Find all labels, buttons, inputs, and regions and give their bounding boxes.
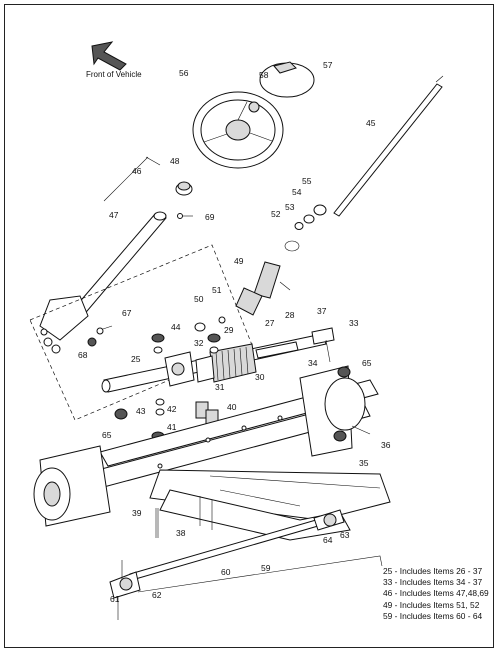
callout: 46 [132,166,142,176]
callout: 30 [255,372,265,382]
callout: 61 [110,594,120,604]
diagram-border [4,4,494,648]
note-line: 59 - Includes Items 60 - 64 [383,610,483,621]
bolts-67-68 [87,325,113,347]
callout: 28 [285,310,295,320]
callout: 57 [323,60,333,70]
note-line: 49 - Includes Items 51, 52 [383,599,480,610]
screw-69 [177,213,193,219]
callout: 35 [359,458,369,468]
callout: 50 [194,294,204,304]
callout: 68 [78,350,88,360]
callout: 33 [349,318,359,328]
callout: 32 [194,338,204,348]
callout: 51 [212,285,222,295]
callout: 63 [340,530,350,540]
callout: 44 [171,322,181,332]
callout: 60 [221,567,231,577]
axle-bolts [155,496,213,538]
note-line: 46 - Includes Items 47,48,69 [383,588,489,599]
callout: 43 [136,406,146,416]
callout: 41 [167,422,177,432]
front-axle [33,365,391,541]
callout: 34 [308,358,318,368]
callout: 64 [323,535,333,545]
note-line: 25 - Includes Items 26 - 37 [383,566,483,576]
note-line: 33 - Includes Items 34 - 37 [383,577,483,588]
steering-column [39,211,167,354]
callout: 62 [152,590,162,600]
bushing-48 [175,181,193,196]
callout: 59 [261,563,271,573]
callout: 45 [366,118,376,128]
callout: 39 [132,508,142,518]
callout: 36 [381,440,391,450]
callout: 52 [271,209,281,219]
callout: 25 [131,354,141,364]
front-arrow-icon [91,41,127,71]
callout: 47 [109,210,119,220]
callout: 65 [102,430,112,440]
callout: 38 [176,528,186,538]
front-label: Front of Vehicle [86,70,142,79]
tie-rod [109,509,383,620]
horn-cap [259,61,315,98]
callout-labels: 57 56 58 45 48 46 55 54 53 52 47 69 49 5… [78,60,391,604]
callout: 40 [227,402,237,412]
callout: 53 [285,202,295,212]
steering-rack [101,327,335,393]
shaft-bushings [284,204,327,252]
steering-wheel [192,91,284,169]
callout: 56 [179,68,189,78]
callout: 29 [224,325,234,335]
assembly-46-bracket [103,156,161,202]
callout: 58 [259,70,269,80]
callout: 69 [205,212,215,222]
callout: 31 [215,382,225,392]
universal-joint [218,261,291,324]
assembly-notes: 25 - Includes Items 26 - 37 33 - Include… [383,566,489,622]
callout: 42 [167,404,177,414]
callout: 55 [302,176,312,186]
callout: 27 [265,318,275,328]
callout: 65 [362,358,372,368]
callout: 49 [234,256,244,266]
callout: 54 [292,187,302,197]
steering-shaft [333,75,444,217]
callout: 48 [170,156,180,166]
callout: 37 [317,306,327,316]
callout: 67 [122,308,132,318]
